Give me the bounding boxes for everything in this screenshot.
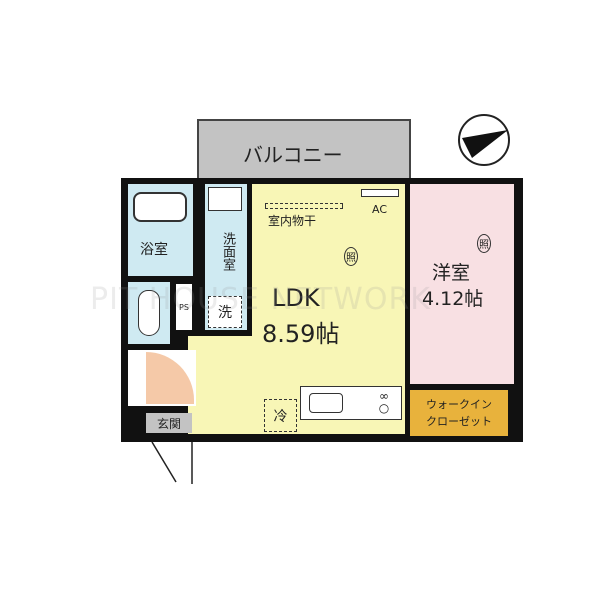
- entrance-floor: [146, 352, 194, 404]
- wic-label-2: クローゼット: [426, 415, 492, 428]
- wic-label-1: ウォークイン: [426, 398, 492, 411]
- hallway: [128, 350, 196, 406]
- fridge-space: 冷: [264, 399, 297, 432]
- bath-label: 浴室: [140, 242, 168, 258]
- washer-label: 洗: [218, 305, 232, 321]
- entry-door-icon: [151, 441, 193, 484]
- ceiling-light-icon: 照: [477, 234, 491, 253]
- ac-label: AC: [372, 203, 388, 216]
- entrance-area: 玄関: [146, 413, 192, 433]
- ps-label: PS: [179, 302, 189, 312]
- ldk-room-lower: [188, 336, 258, 434]
- air-conditioner: [361, 189, 399, 197]
- fridge-label: 冷: [273, 408, 288, 425]
- bathroom: 浴室: [128, 184, 193, 276]
- toilet-icon: [138, 290, 160, 336]
- entrance-label: 玄関: [156, 416, 181, 431]
- walk-in-closet: ウォークイン クローゼット: [410, 390, 508, 436]
- indoor-drying-rail: [265, 203, 343, 209]
- pipe-space: PS: [176, 284, 192, 330]
- ldk-size: 8.59帖: [262, 320, 340, 348]
- kitchen-counter: ∞○: [300, 386, 402, 420]
- north-compass-icon: [458, 114, 510, 166]
- washroom: 洗面室 洗: [205, 184, 247, 330]
- balcony: バルコニー: [197, 119, 411, 181]
- washbasin-icon: [208, 187, 242, 211]
- ceiling-light-icon: 照: [344, 247, 358, 266]
- bathtub-icon: [133, 192, 187, 222]
- washer-space: 洗: [208, 296, 242, 328]
- ldk-label: LDK: [272, 284, 320, 312]
- washroom-label: 洗面室: [220, 232, 235, 271]
- western-size: 4.12帖: [422, 288, 484, 310]
- western-room: 照 洋室 4.12帖: [410, 184, 514, 384]
- western-label: 洋室: [432, 262, 471, 284]
- balcony-label: バルコニー: [243, 143, 343, 167]
- watermark: PIT HOUSE NETWORK: [90, 282, 431, 317]
- toilet-room: [128, 282, 170, 344]
- sink-icon: [309, 393, 343, 413]
- stove-icon: ∞○: [378, 389, 390, 415]
- indoor-drying-label: 室内物干: [268, 214, 317, 228]
